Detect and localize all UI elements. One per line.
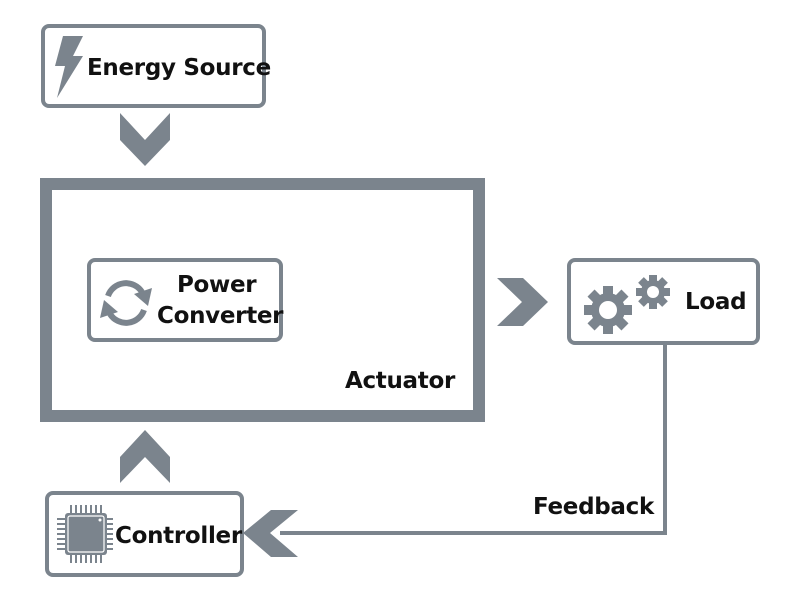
chevron-down-arrow — [120, 113, 170, 166]
feedback-arrowhead — [243, 510, 298, 557]
gears-icon — [584, 275, 670, 334]
feedback-label: Feedback — [533, 494, 654, 520]
power-converter-node[interactable]: Power Converter — [87, 258, 284, 342]
controller-node[interactable]: Controller — [45, 491, 244, 577]
actuator-label: Actuator — [344, 368, 455, 394]
load-label: Load — [685, 289, 747, 315]
feedback-line — [280, 344, 667, 535]
chevron-right-arrow — [497, 278, 548, 326]
energy-source-node[interactable]: Energy Source — [41, 24, 271, 108]
energy-source-label: Energy Source — [87, 55, 271, 81]
load-node[interactable]: Load — [567, 258, 760, 345]
power-converter-label-line1: Power — [177, 272, 257, 298]
cycle-arrows-icon — [100, 280, 152, 326]
microchip-icon — [57, 505, 113, 563]
lightning-bolt-icon — [55, 36, 83, 98]
power-converter-label-line2: Converter — [157, 303, 284, 329]
chevron-up-arrow — [120, 430, 170, 483]
controller-label: Controller — [115, 523, 242, 549]
